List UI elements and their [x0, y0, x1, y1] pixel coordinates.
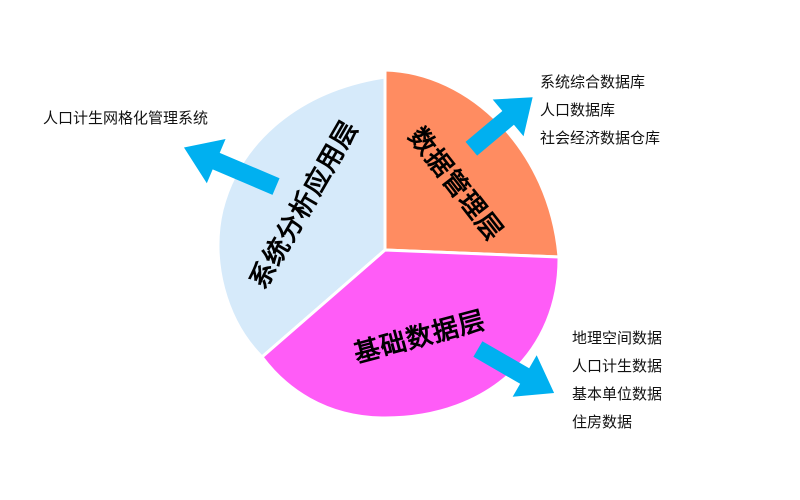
slice-base-layer [259, 248, 561, 420]
base-item: 地理空间数据 [572, 329, 663, 347]
application-items: 人口计生网格化管理系统 [43, 104, 208, 132]
application-item: 人口计生网格化管理系统 [43, 109, 209, 127]
management-item: 社会经济数据仓库 [540, 129, 661, 147]
slice-management-layer [383, 68, 561, 259]
management-item: 系统综合数据库 [540, 73, 646, 91]
base-item: 基本单位数据 [572, 385, 663, 403]
base-item: 人口计生数据 [572, 357, 663, 375]
arrow-up-right-icon [465, 97, 533, 156]
management-items: 系统综合数据库 人口数据库 社会经济数据仓库 [540, 68, 660, 152]
arrow-down-right-icon [473, 341, 555, 397]
slice-application-layer [216, 75, 387, 360]
base-items: 地理空间数据 人口计生数据 基本单位数据 住房数据 [572, 324, 662, 436]
arrow-up-left-icon [183, 139, 280, 195]
management-item: 人口数据库 [540, 101, 616, 119]
base-item: 住房数据 [572, 413, 633, 431]
